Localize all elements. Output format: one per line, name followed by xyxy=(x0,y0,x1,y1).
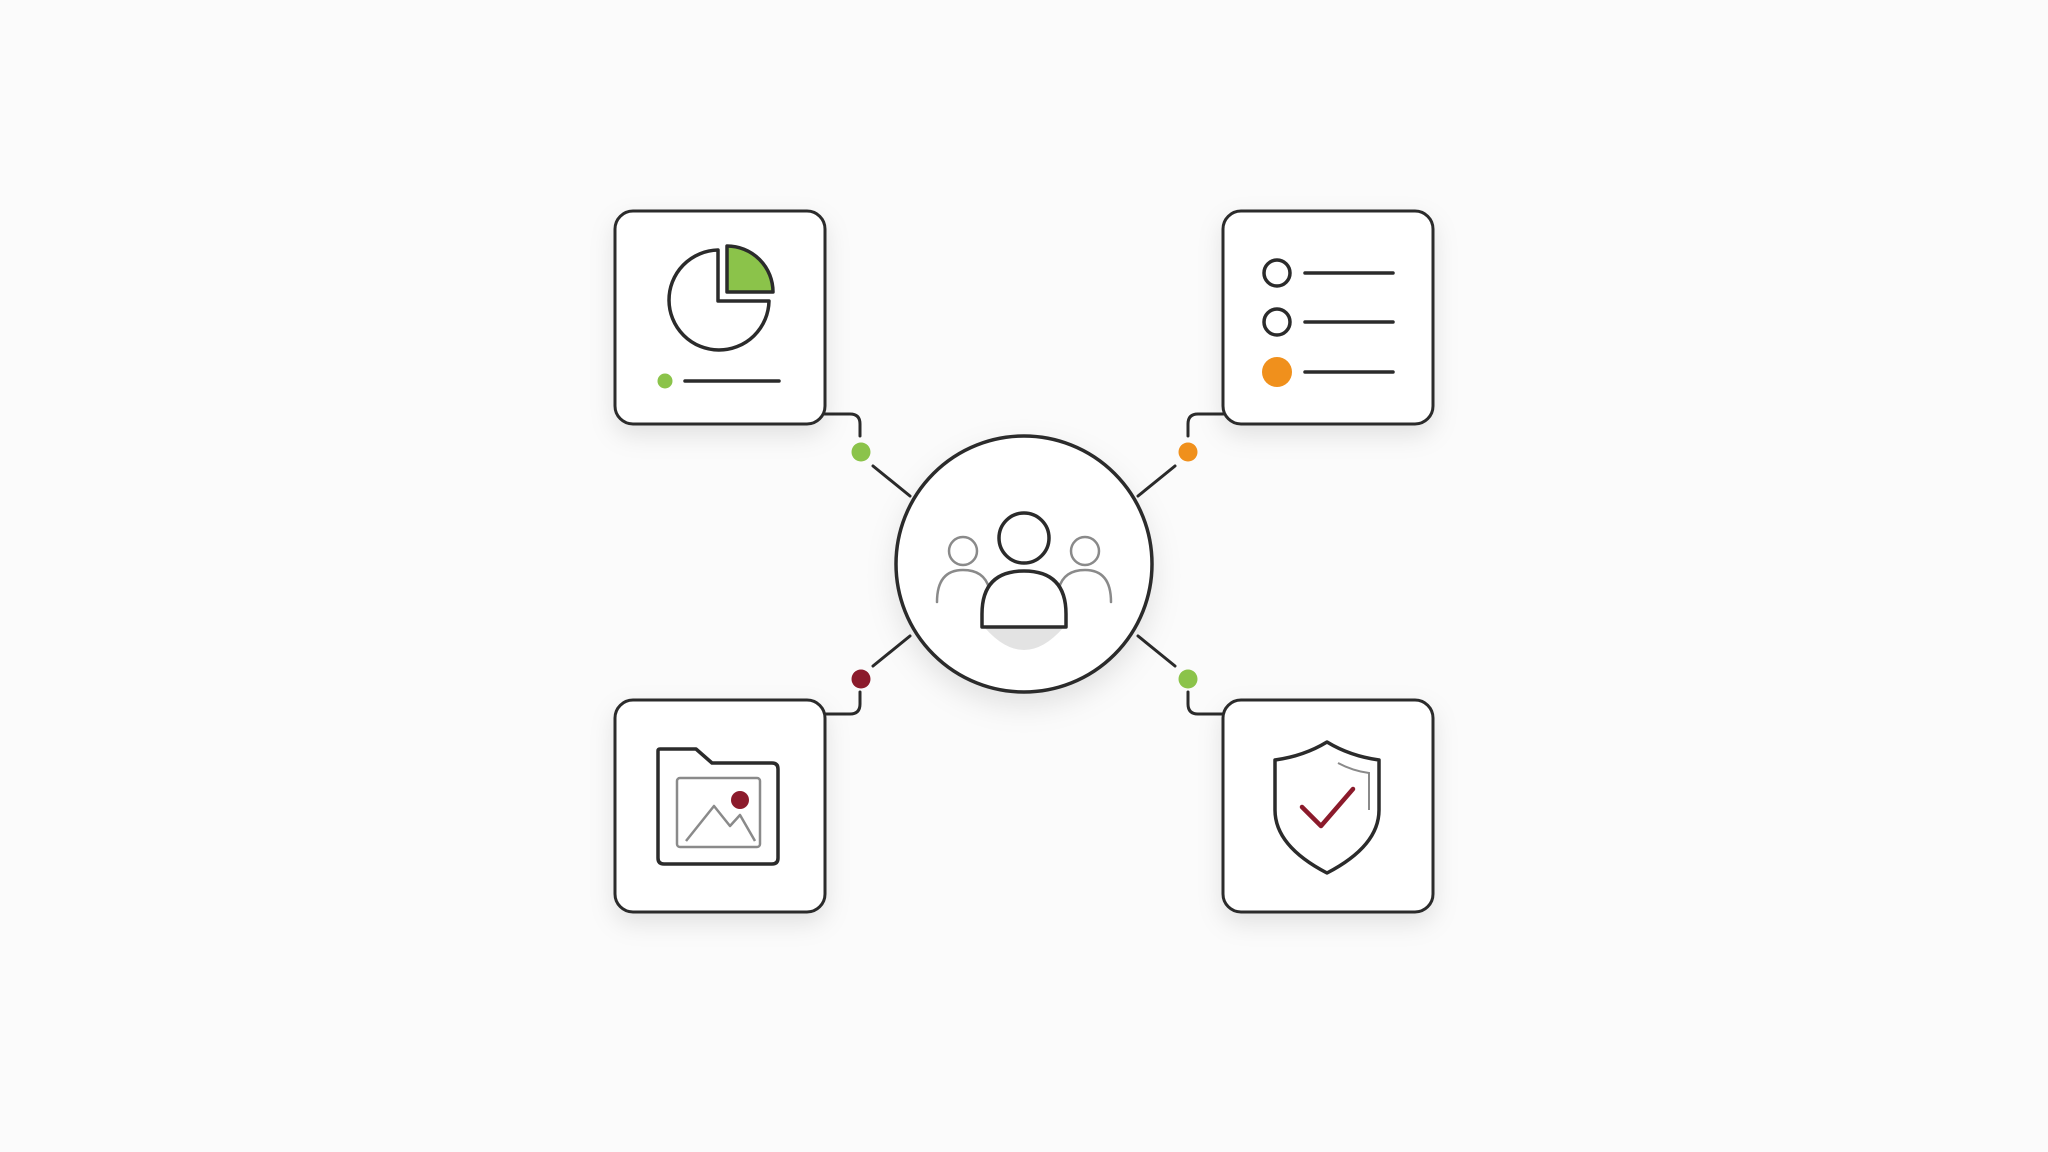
connector-bottom-left xyxy=(821,690,862,716)
connector-bottom-right xyxy=(1186,690,1226,716)
team-users-icon xyxy=(935,511,1113,650)
hub-node[interactable] xyxy=(894,434,1154,694)
shield-check-icon xyxy=(1273,740,1381,875)
connector-line-top-right xyxy=(1136,464,1177,498)
node-card-security[interactable] xyxy=(1221,698,1435,914)
connector-dot-top-left xyxy=(851,442,871,462)
connector-top-left xyxy=(821,412,862,438)
image-folder-icon xyxy=(656,747,780,866)
connectors xyxy=(821,412,1226,716)
connector-dot-bottom-right xyxy=(1178,669,1198,689)
connector-dot-bottom-left xyxy=(851,669,871,689)
connector-line-bottom-left xyxy=(871,634,912,668)
node-card-checklist[interactable] xyxy=(1221,209,1435,426)
checklist-icon xyxy=(1262,258,1395,387)
connector-line-top-left xyxy=(871,464,912,498)
node-card-media[interactable] xyxy=(613,698,827,914)
node-checklist[interactable] xyxy=(1221,209,1435,426)
connector-top-right xyxy=(1186,412,1226,438)
node-security[interactable] xyxy=(1221,698,1435,914)
node-media[interactable] xyxy=(613,698,827,914)
connector-dot-top-right xyxy=(1178,442,1198,462)
legend-dot xyxy=(657,373,673,389)
pie-chart-icon xyxy=(667,244,775,352)
node-analytics[interactable] xyxy=(613,209,827,426)
node-card-analytics[interactable] xyxy=(613,209,827,426)
connector-line-bottom-right xyxy=(1136,634,1177,668)
